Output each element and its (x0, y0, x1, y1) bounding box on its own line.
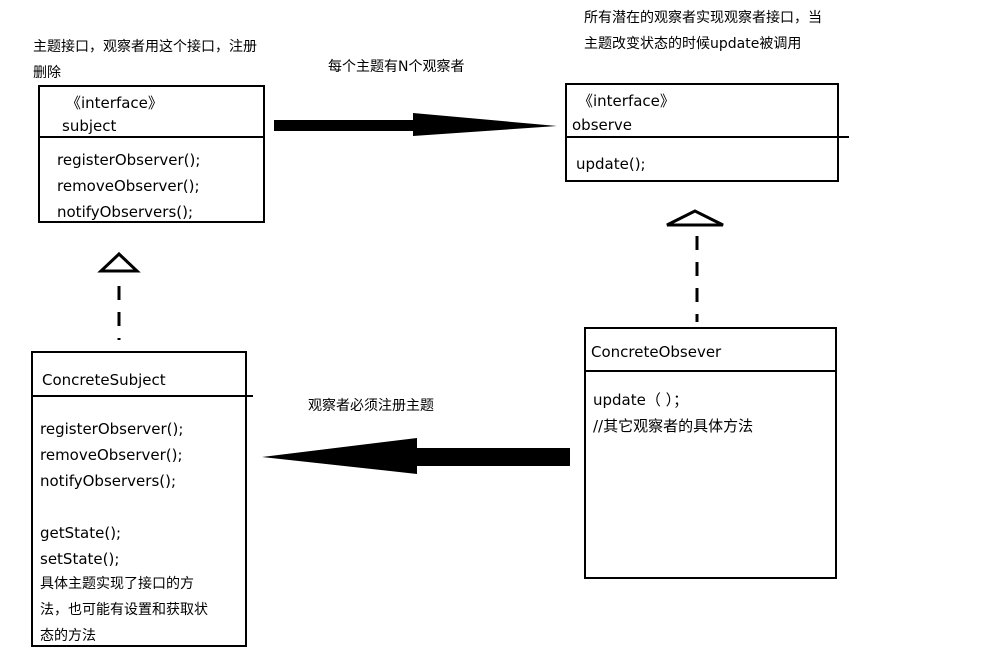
observer-interface-box: 《interface》 observe update(); (565, 83, 849, 182)
concrete-subject-comment: 具体主题实现了接口的方法，也可能有设置和获取状态的方法 (40, 576, 208, 644)
association-arrow-top-shaft (274, 120, 414, 131)
concrete-subject-box: ConcreteSubject registerObserver(); remo… (31, 351, 253, 647)
association-arrow-top-head (413, 113, 557, 136)
association-arrow-bottom-shaft (415, 448, 570, 466)
subject-interface-note: 主题接口，观察者用这个接口，注册删除 (33, 39, 257, 81)
observer-method-1: update(); (576, 155, 646, 173)
concrete-observer-divider (584, 370, 837, 372)
concrete-subject-method-4: getState(); (40, 524, 122, 542)
subject-interface-box: 《interface》 subject registerObserver(); … (38, 85, 265, 223)
subject-name: subject (62, 117, 117, 135)
concrete-subject-method-1: registerObserver(); (40, 420, 184, 438)
concrete-subject-divider (31, 395, 253, 397)
subject-method-1: registerObserver(); (57, 151, 201, 169)
concrete-observer-name: ConcreteObsever (591, 343, 722, 361)
observer-name: observe (572, 116, 633, 134)
concrete-observer-method-2: //其它观察者的具体方法 (593, 417, 754, 435)
subject-realization-arrowhead (97, 251, 141, 273)
concrete-subject-method-2: removeObserver(); (40, 446, 183, 464)
observer-realization-arrowhead (666, 209, 724, 227)
subject-stereotype: 《interface》 (66, 94, 163, 112)
concrete-subject-method-3: notifyObservers(); (40, 472, 177, 490)
concrete-subject-name: ConcreteSubject (42, 371, 166, 389)
concrete-subject-method-5: setState(); (40, 550, 120, 568)
concrete-observer-box: ConcreteObsever update（ ）； //其它观察者的具体方法 (584, 327, 837, 579)
relation-label-top: 每个主题有N个观察者 (328, 59, 465, 75)
relation-label-bottom: 观察者必须注册主题 (308, 398, 434, 414)
concrete-observer-method-1: update（ ）； (593, 391, 689, 409)
observer-interface-note: 所有潜在的观察者实现观察者接口，当主题改变状态的时候update被调用 (584, 10, 822, 52)
subject-method-3: notifyObservers(); (57, 203, 194, 221)
observer-divider (565, 136, 849, 138)
observer-stereotype: 《interface》 (578, 92, 675, 110)
association-arrow-bottom-head (262, 438, 417, 474)
subject-method-2: removeObserver(); (57, 177, 200, 195)
subject-divider (38, 136, 265, 138)
